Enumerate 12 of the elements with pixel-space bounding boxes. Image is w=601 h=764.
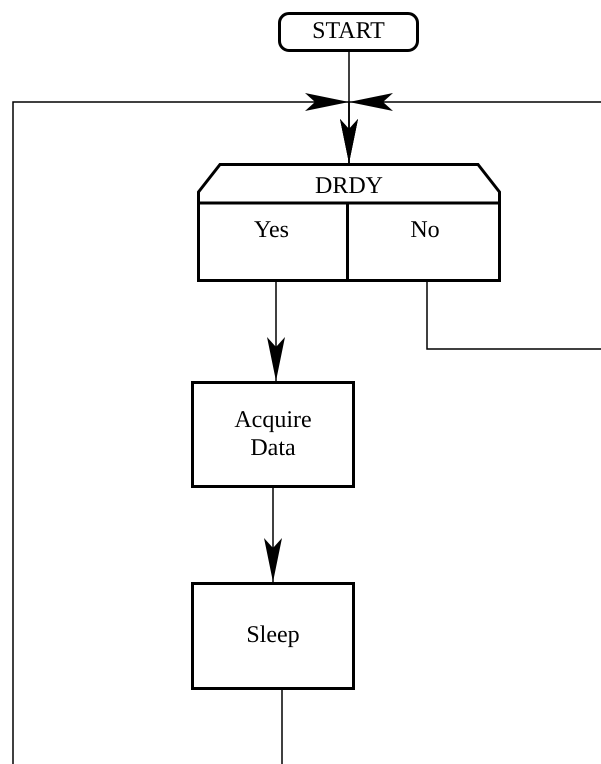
process-box bbox=[191, 381, 355, 488]
node-label: Sleep bbox=[246, 622, 300, 650]
terminal-box bbox=[278, 12, 419, 52]
node-label: Acquire Data bbox=[233, 406, 313, 462]
arrow bbox=[264, 488, 282, 582]
node-label: DRDY bbox=[314, 173, 383, 201]
arrow bbox=[267, 282, 285, 381]
node-label: START bbox=[312, 18, 385, 46]
process-box bbox=[191, 582, 355, 690]
node-label: Yes bbox=[254, 217, 289, 245]
node-label: No bbox=[410, 217, 440, 245]
case-box bbox=[197, 163, 501, 282]
